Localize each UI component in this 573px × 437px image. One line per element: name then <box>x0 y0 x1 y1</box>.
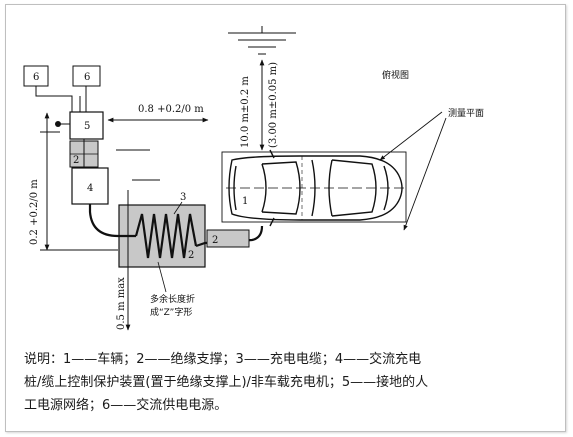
ground-icon <box>228 26 296 55</box>
insulator-big-label: 2 <box>188 250 194 261</box>
dim-height-b: (3.00 m±0.05 m) <box>268 62 279 148</box>
ac-supply-left-label: 6 <box>33 72 39 83</box>
grounded-network: 5 <box>55 111 104 140</box>
supply-wiring <box>35 86 87 112</box>
excess-cable-line2: 成“Z”字形 <box>150 306 192 318</box>
measure-plane-label: 测量平面 <box>448 108 484 119</box>
dim-left <box>40 112 118 251</box>
dim-bottom-label: 0.5 m max <box>116 277 127 330</box>
dim-height-a: 10.0 m±0.2 m <box>240 76 251 148</box>
ac-supply-right: 6 <box>72 65 101 87</box>
dim-horizontal-label: 0.8 +0.2/0 m <box>138 104 204 115</box>
charger-label: 4 <box>87 183 93 194</box>
caption-line-1: 说明：1——车辆；2——绝缘支撑；3——充电电缆；4——交流充电 <box>24 352 422 367</box>
top-view-label: 俯视图 <box>382 69 409 81</box>
figure-frame <box>5 4 566 432</box>
dim-left-label: 0.2 +0.2/0 m <box>29 179 40 245</box>
charging-cable <box>88 204 264 259</box>
ac-supply-right-label: 6 <box>84 72 90 83</box>
caption-line-2: 桩/缆上控制保护装置(置于绝缘支撑上)/非车载充电机；5——接地的人 <box>24 375 429 390</box>
vehicle-label: 1 <box>242 196 248 207</box>
measurement-plane <box>221 151 407 223</box>
charger: 4 <box>71 167 109 205</box>
insulator-upper-label: 2 <box>73 155 79 166</box>
excess-cable-line1: 多余长度折 <box>150 293 195 305</box>
cable-label: 3 <box>180 192 186 203</box>
insulator-upper: 2 <box>69 139 99 168</box>
insulator-right: 2 <box>206 229 250 248</box>
excess-cable-note: 多余长度折 成“Z”字形 <box>150 261 195 318</box>
insulator-right-label: 2 <box>212 235 218 246</box>
ac-supply-left: 6 <box>23 65 49 87</box>
measure-plane-leaders <box>379 111 447 231</box>
caption-line-3: 工电源网络；6——交流供电电源。 <box>24 398 228 413</box>
grounded-network-label: 5 <box>84 121 90 132</box>
vehicle <box>226 149 404 227</box>
dim-horizontal <box>107 117 209 181</box>
